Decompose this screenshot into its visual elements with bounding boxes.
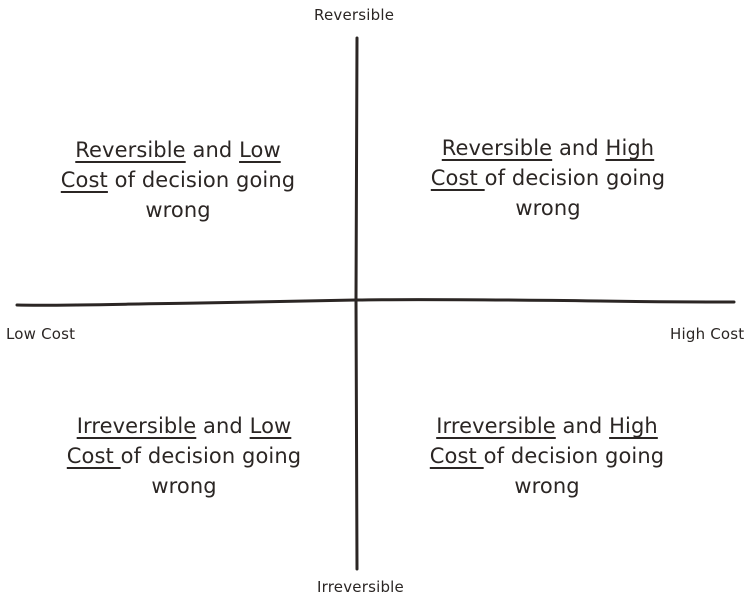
axis-label-top: Reversible <box>314 6 395 24</box>
quadrant-top-left-description: of decision going <box>107 168 296 192</box>
quadrant-bottom-left-connector: and <box>196 414 250 438</box>
quadrant-bottom-right: Irreversible and High Cost of decision g… <box>422 411 672 501</box>
quadrant-bottom-right-cost-word: Cost <box>429 444 484 468</box>
quadrant-top-right-cost-level: High <box>605 136 655 160</box>
quadrant-bottom-left-cost-word: Cost <box>66 444 121 468</box>
quadrant-bottom-right-description: of decision going <box>483 444 665 468</box>
quadrant-top-left-connector: and <box>185 138 240 162</box>
quadrant-bottom-right-cost-level: High <box>609 414 658 438</box>
quadrant-top-left-reversibility: Reversible <box>75 138 186 162</box>
quadrant-top-right-connector: and <box>552 136 606 160</box>
quadrant-top-left-cost-word: Cost <box>60 168 108 192</box>
axis-label-bottom: Irreversible <box>317 578 404 596</box>
axis-label-right: High Cost <box>670 325 745 343</box>
axis-label-left: Low Cost <box>6 325 76 343</box>
quadrant-bottom-left-description: of decision going <box>120 444 302 468</box>
quadrant-bottom-right-reversibility: Irreversible <box>436 414 556 438</box>
quadrant-bottom-right-connector: and <box>555 414 610 438</box>
quadrant-top-left-cost-level: Low <box>239 138 281 162</box>
quadrant-bottom-left-reversibility: Irreversible <box>76 414 197 438</box>
quadrant-top-right-reversibility: Reversible <box>441 136 553 160</box>
quadrant-bottom-left-cost-level: Low <box>249 414 292 438</box>
quadrant-top-right: Reversible and High Cost of decision goi… <box>423 133 673 223</box>
vertical-axis-line <box>354 36 359 571</box>
quadrant-bottom-left-wrong: wrong <box>151 474 217 498</box>
quadrant-top-right-description: of decision going <box>484 166 666 190</box>
quadrant-bottom-left: Irreversible and Low Cost of decision go… <box>59 411 309 501</box>
quadrant-bottom-right-wrong: wrong <box>514 474 580 498</box>
quadrant-top-left: Reversible and Low Cost of decision goin… <box>53 135 303 225</box>
quadrant-top-right-wrong: wrong <box>515 196 581 220</box>
horizontal-axis-line <box>15 298 736 307</box>
quadrant-top-right-cost-word: Cost <box>430 166 485 190</box>
quadrant-top-left-wrong: wrong <box>145 198 211 222</box>
